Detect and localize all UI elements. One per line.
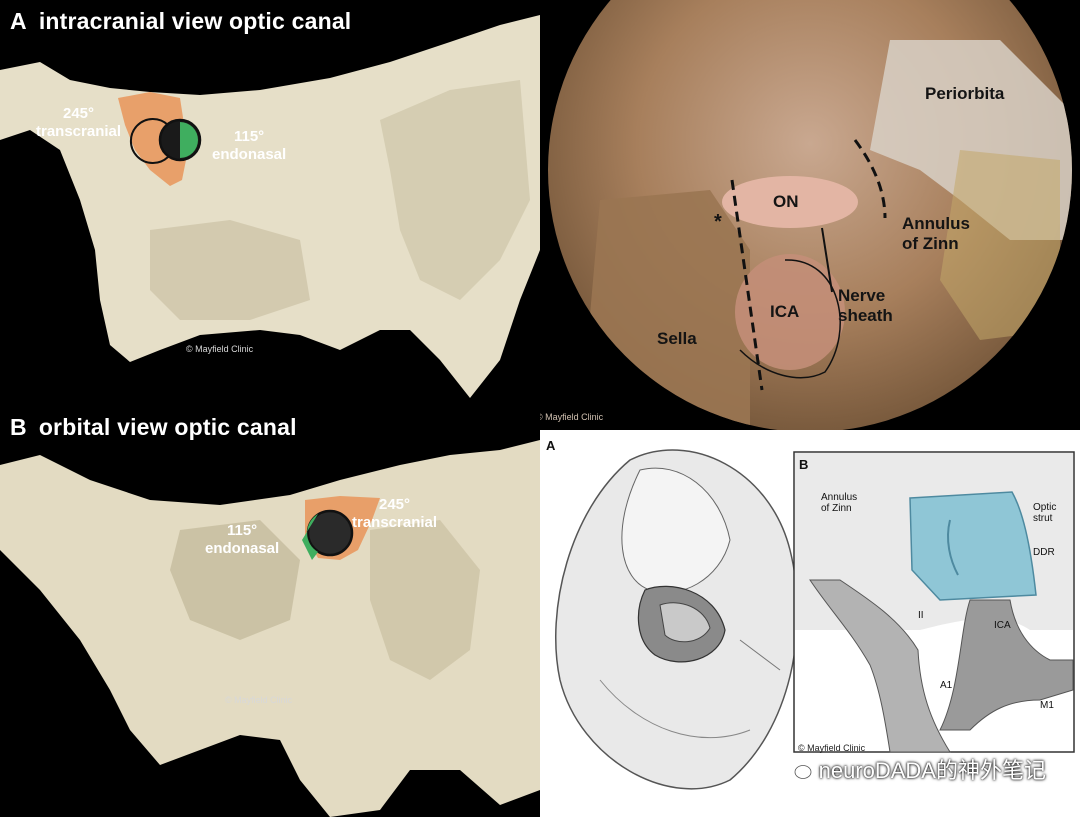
label-245-transcranial: 245° transcranial	[36, 105, 122, 140]
arc-arrow	[129, 118, 169, 164]
intracranial-bone-image	[0, 15, 540, 398]
copyright-a: © Mayfield Clinic	[186, 344, 254, 354]
wechat-icon	[784, 759, 811, 779]
ica-outline	[739, 259, 841, 379]
label-sella: Sella	[657, 329, 697, 348]
label-a1: A1	[940, 680, 953, 691]
label-on: ON	[773, 192, 799, 211]
dashed-annulus	[853, 139, 887, 219]
dashed-line-left	[730, 179, 764, 391]
illustration-letter-b: B	[799, 457, 809, 472]
head-drawing	[554, 449, 799, 790]
orbital-shadow	[170, 520, 300, 640]
panel-a-title-text: intracranial view optic canal	[38, 8, 352, 34]
bone-shadow-2	[150, 220, 310, 320]
label-periorbita: Periorbita	[925, 84, 1005, 103]
optic-nerve	[722, 176, 858, 228]
panel-endoscopic-view: Periorbita ON Annulus of Zinn ICA Nerve …	[540, 0, 1080, 430]
optic-nerve-ii	[809, 579, 951, 753]
orbital-shadow-2	[370, 520, 480, 680]
transcranial-zone	[118, 92, 188, 186]
illustration-letter-a: A	[546, 438, 556, 453]
watermark: neuroDADA的神外笔记	[783, 753, 1046, 785]
watermark-text: neuroDADA的神外笔记	[818, 758, 1046, 783]
label-115-endonasal: 115° endonasal	[212, 128, 287, 163]
fat-tissue	[940, 150, 1060, 340]
copyright-ill: © Mayfield Clinic	[798, 743, 866, 753]
label-asterisk: *	[714, 211, 722, 233]
endoscopic-image	[548, 0, 1072, 430]
panel-a-letter: A	[10, 8, 27, 34]
illustration-image	[554, 449, 1075, 790]
label-annulus-of-zinn: Annulus of Zinn	[902, 214, 970, 253]
label-annulus-of-zinn-ill: Annulus of Zinn	[821, 492, 858, 514]
label-m1: M1	[1040, 700, 1054, 711]
label-ica-ill: ICA	[994, 620, 1011, 631]
label-245-transcranial-b: 245° transcranial	[352, 496, 438, 531]
panel-illustration: A B Annulus of Zinn Optic strut DDR II I…	[540, 430, 1080, 817]
copyright-b: © Mayfield Clinic	[225, 695, 293, 705]
label-nerve-sheath: Nerve sheath	[838, 286, 893, 325]
nerve-sheath-pointer	[821, 227, 833, 293]
panel-b-title-text: orbital view optic canal	[38, 414, 297, 440]
label-115-endonasal-b: 115° endonasal	[205, 522, 280, 557]
copyright-endo: © Mayfield Clinic	[540, 412, 604, 422]
endonasal-zone-b	[302, 514, 318, 560]
ica-region	[735, 254, 845, 370]
optic-strut	[947, 519, 959, 576]
sella-region	[580, 190, 750, 430]
label-optic-strut: Optic strut	[1033, 502, 1057, 524]
bone-shadow	[380, 80, 530, 300]
label-ii: II	[918, 610, 924, 621]
orbital-bone-image	[0, 440, 540, 817]
optic-canal-ring-b	[306, 509, 354, 557]
label-ddr: DDR	[1033, 547, 1055, 558]
ica-vessel	[939, 599, 1074, 731]
dural-ring-blue	[909, 491, 1037, 601]
panel-b-letter: B	[10, 414, 27, 440]
label-ica: ICA	[770, 302, 800, 321]
endonasal-zone	[180, 122, 198, 158]
